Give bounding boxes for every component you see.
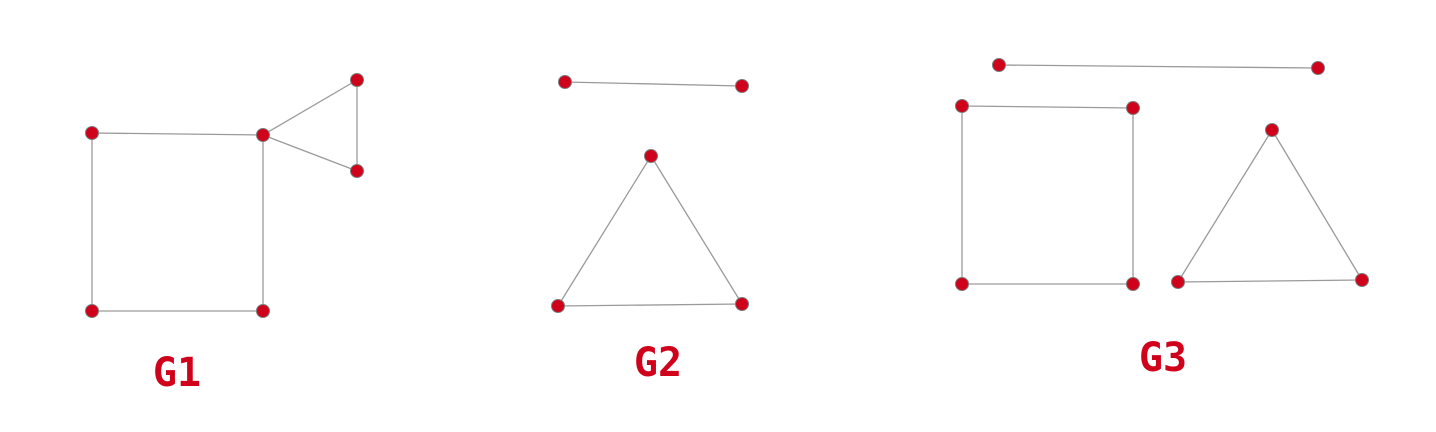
node-g3-w [955,99,969,113]
node-g1-f [350,164,364,178]
graph-label-g3: G3 [1139,335,1187,381]
node-g3-k [1265,123,1279,137]
graph-g1 [85,73,364,318]
graph-g3 [955,58,1369,291]
edge-g3-w-x [961,105,1134,109]
node-g1-c [256,304,270,318]
node-g1-a [85,126,99,140]
edge-g1-b-e [262,79,358,136]
edge-g3-k-m [1271,129,1363,281]
edge-g2-s-t [557,303,743,307]
node-g1-b [256,128,270,142]
edge-g2-p-q [564,81,743,87]
node-g1-e [350,73,364,87]
node-g2-t [551,299,565,313]
node-g2-q [735,79,749,93]
node-g3-x [1126,101,1140,115]
node-g3-u [992,58,1006,72]
edge-g2-t-r [557,155,652,307]
node-g1-d [85,304,99,318]
node-g3-z [955,277,969,291]
graph-label-g1: G1 [153,350,201,396]
node-g3-n [1171,275,1185,289]
edge-g1-a-b [91,132,264,136]
node-g3-v [1311,61,1325,75]
edge-g1-f-b [262,134,358,172]
node-g3-m [1355,273,1369,287]
edge-g2-r-s [650,155,743,305]
node-g2-s [735,297,749,311]
edge-g3-n-k [1177,129,1273,283]
edge-g3-m-n [1177,279,1363,283]
edge-g3-u-v [998,64,1319,69]
graph-g2 [551,75,749,313]
node-g2-p [558,75,572,89]
node-g3-y [1126,277,1140,291]
node-g2-r [644,149,658,163]
graph-label-g2: G2 [634,340,682,386]
